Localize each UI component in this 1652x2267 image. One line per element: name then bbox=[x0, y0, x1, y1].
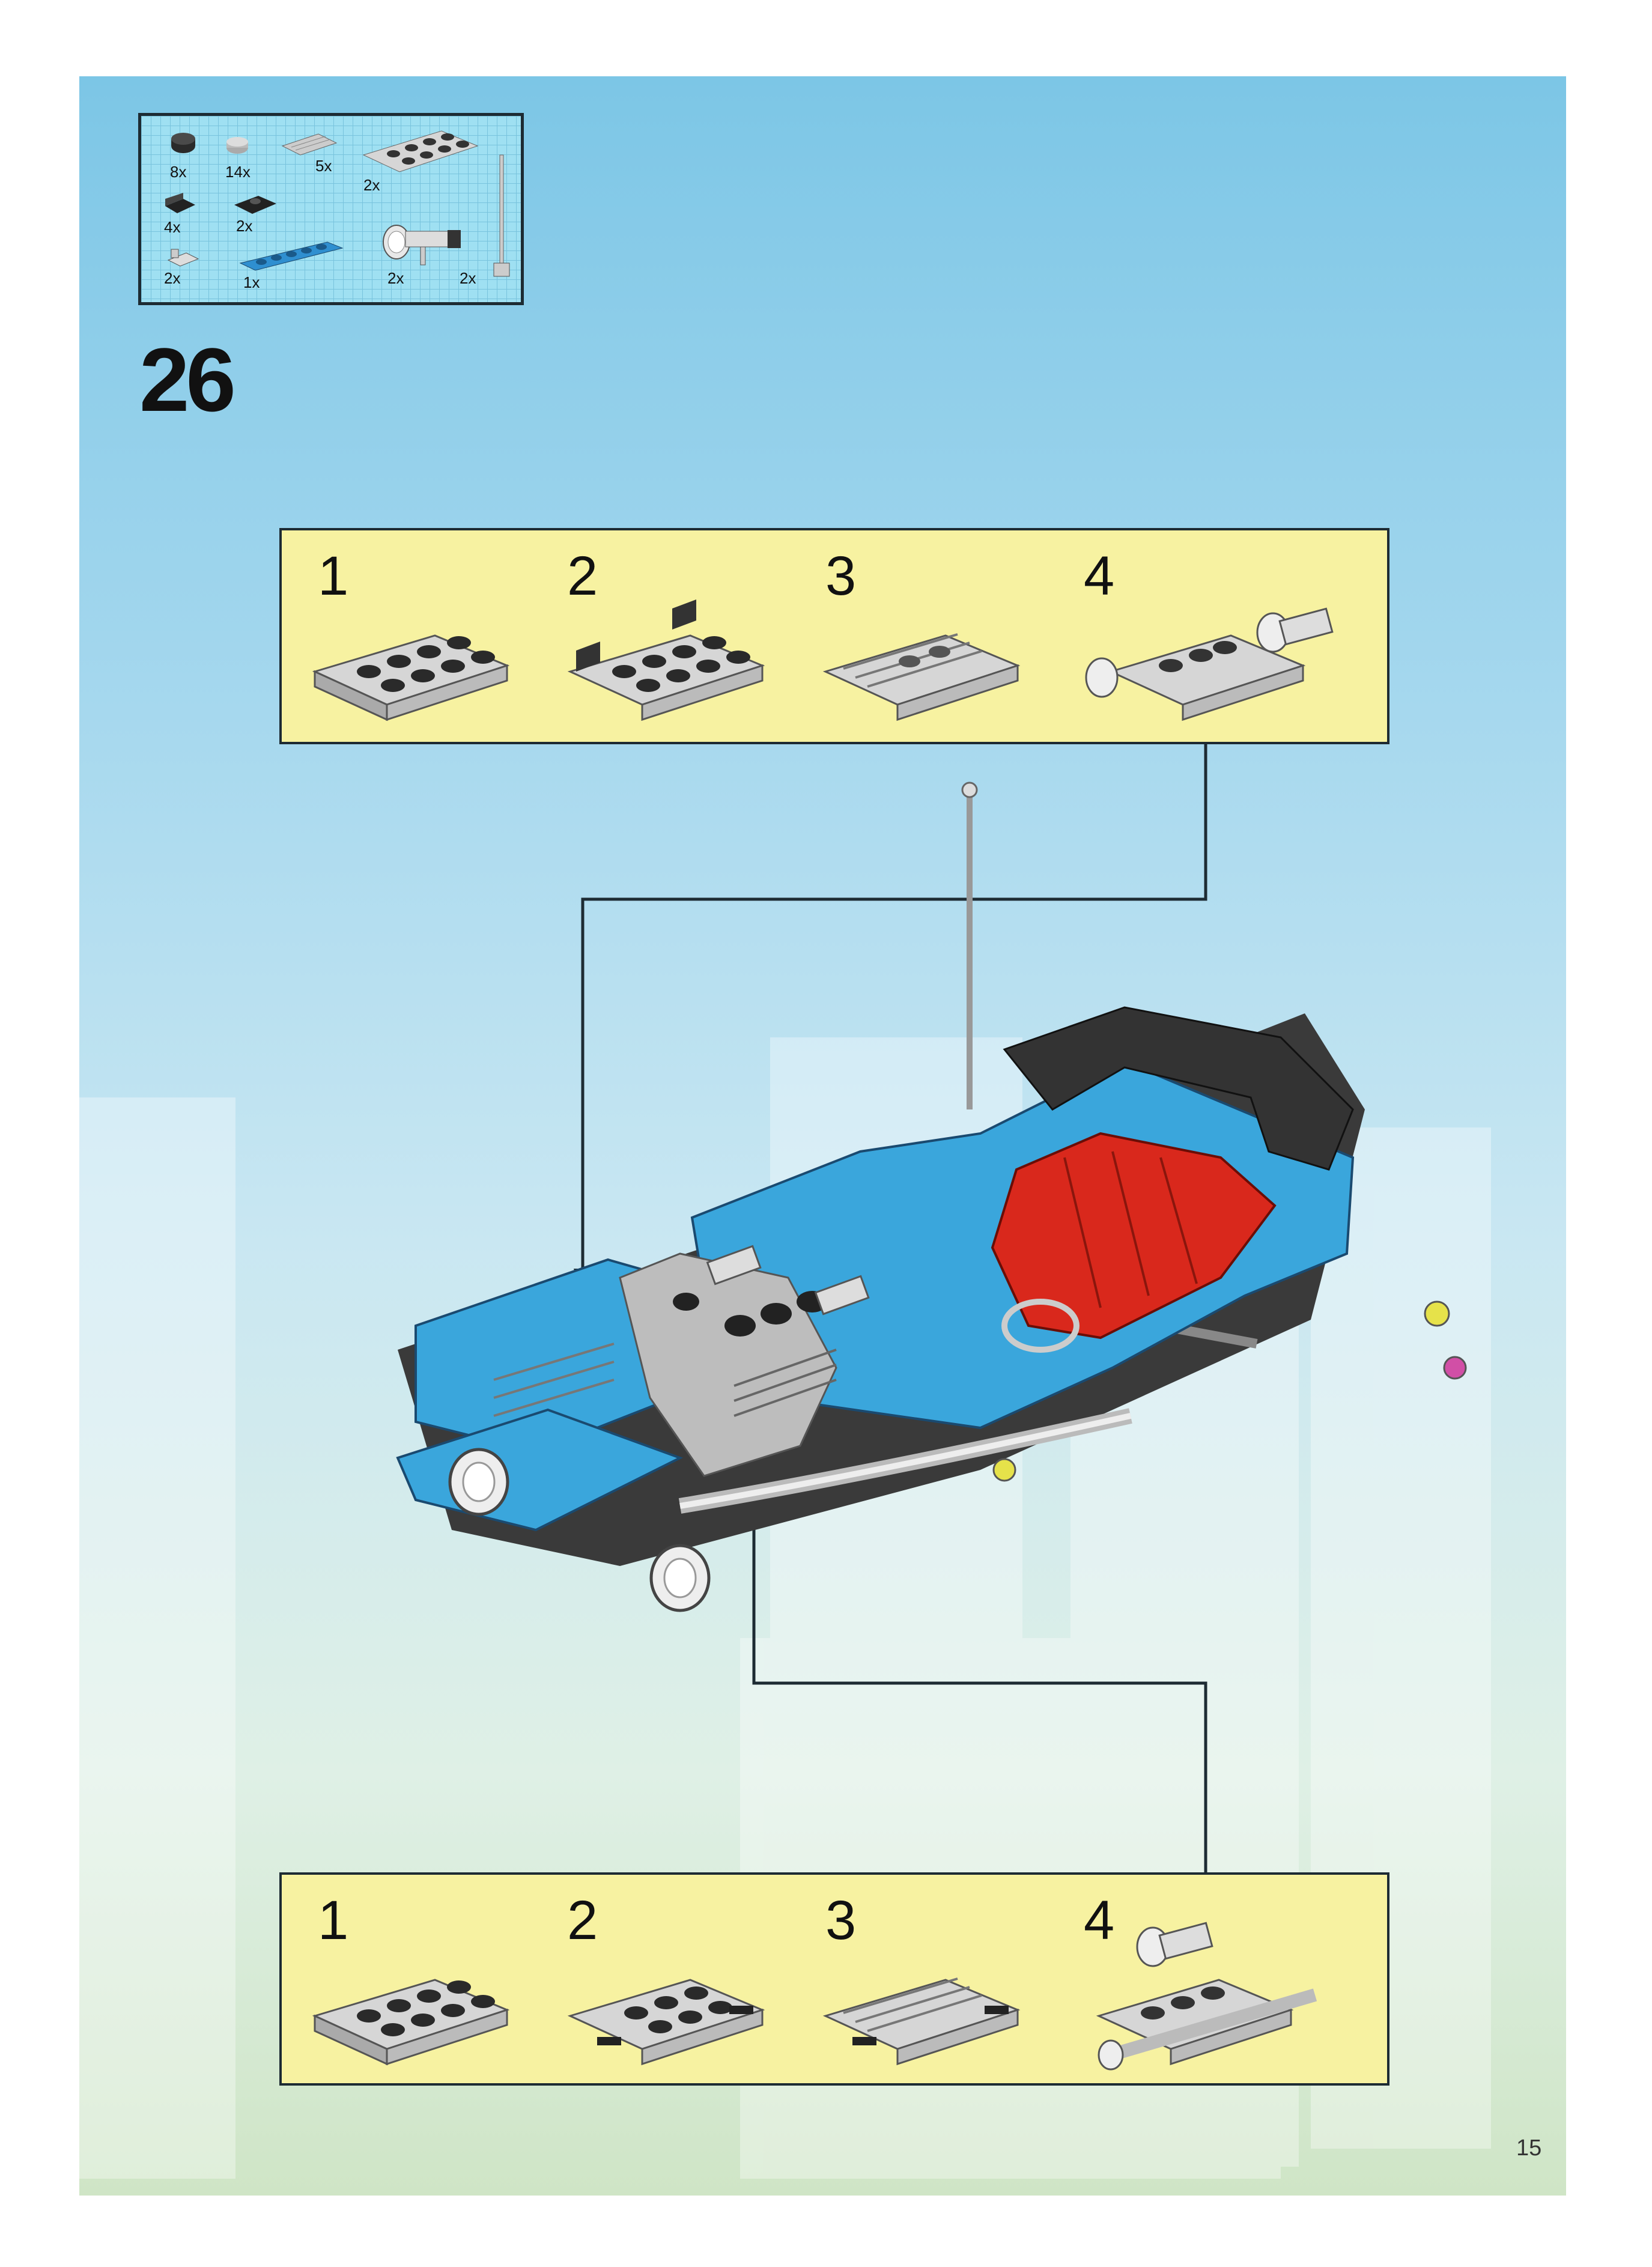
substep-number: 1 bbox=[318, 548, 348, 604]
substep-plate-icon bbox=[309, 1965, 513, 2073]
substep-grille-tiles-icon bbox=[819, 587, 1024, 726]
substep-lamp-pipe-icon bbox=[1075, 1911, 1339, 2076]
substep-clips-icon bbox=[564, 1947, 768, 2073]
page-number: 15 bbox=[1516, 2135, 1541, 2161]
instruction-page: 8x 14x 5x 2x 4x 2x 2x 1x bbox=[79, 76, 1566, 2196]
substep-number: 1 bbox=[318, 1893, 348, 1948]
engine-substeps-panel-bottom: 1 2 3 4 bbox=[279, 1872, 1389, 2086]
substep-brackets-icon bbox=[564, 587, 768, 726]
substep-plate-icon bbox=[309, 621, 513, 729]
substep-lamps-icon bbox=[1075, 587, 1339, 726]
engine-substeps-panel-top: 1 2 3 4 bbox=[279, 528, 1389, 744]
substep-number: 2 bbox=[567, 1893, 598, 1948]
substep-grille-clips-icon bbox=[819, 1932, 1024, 2073]
